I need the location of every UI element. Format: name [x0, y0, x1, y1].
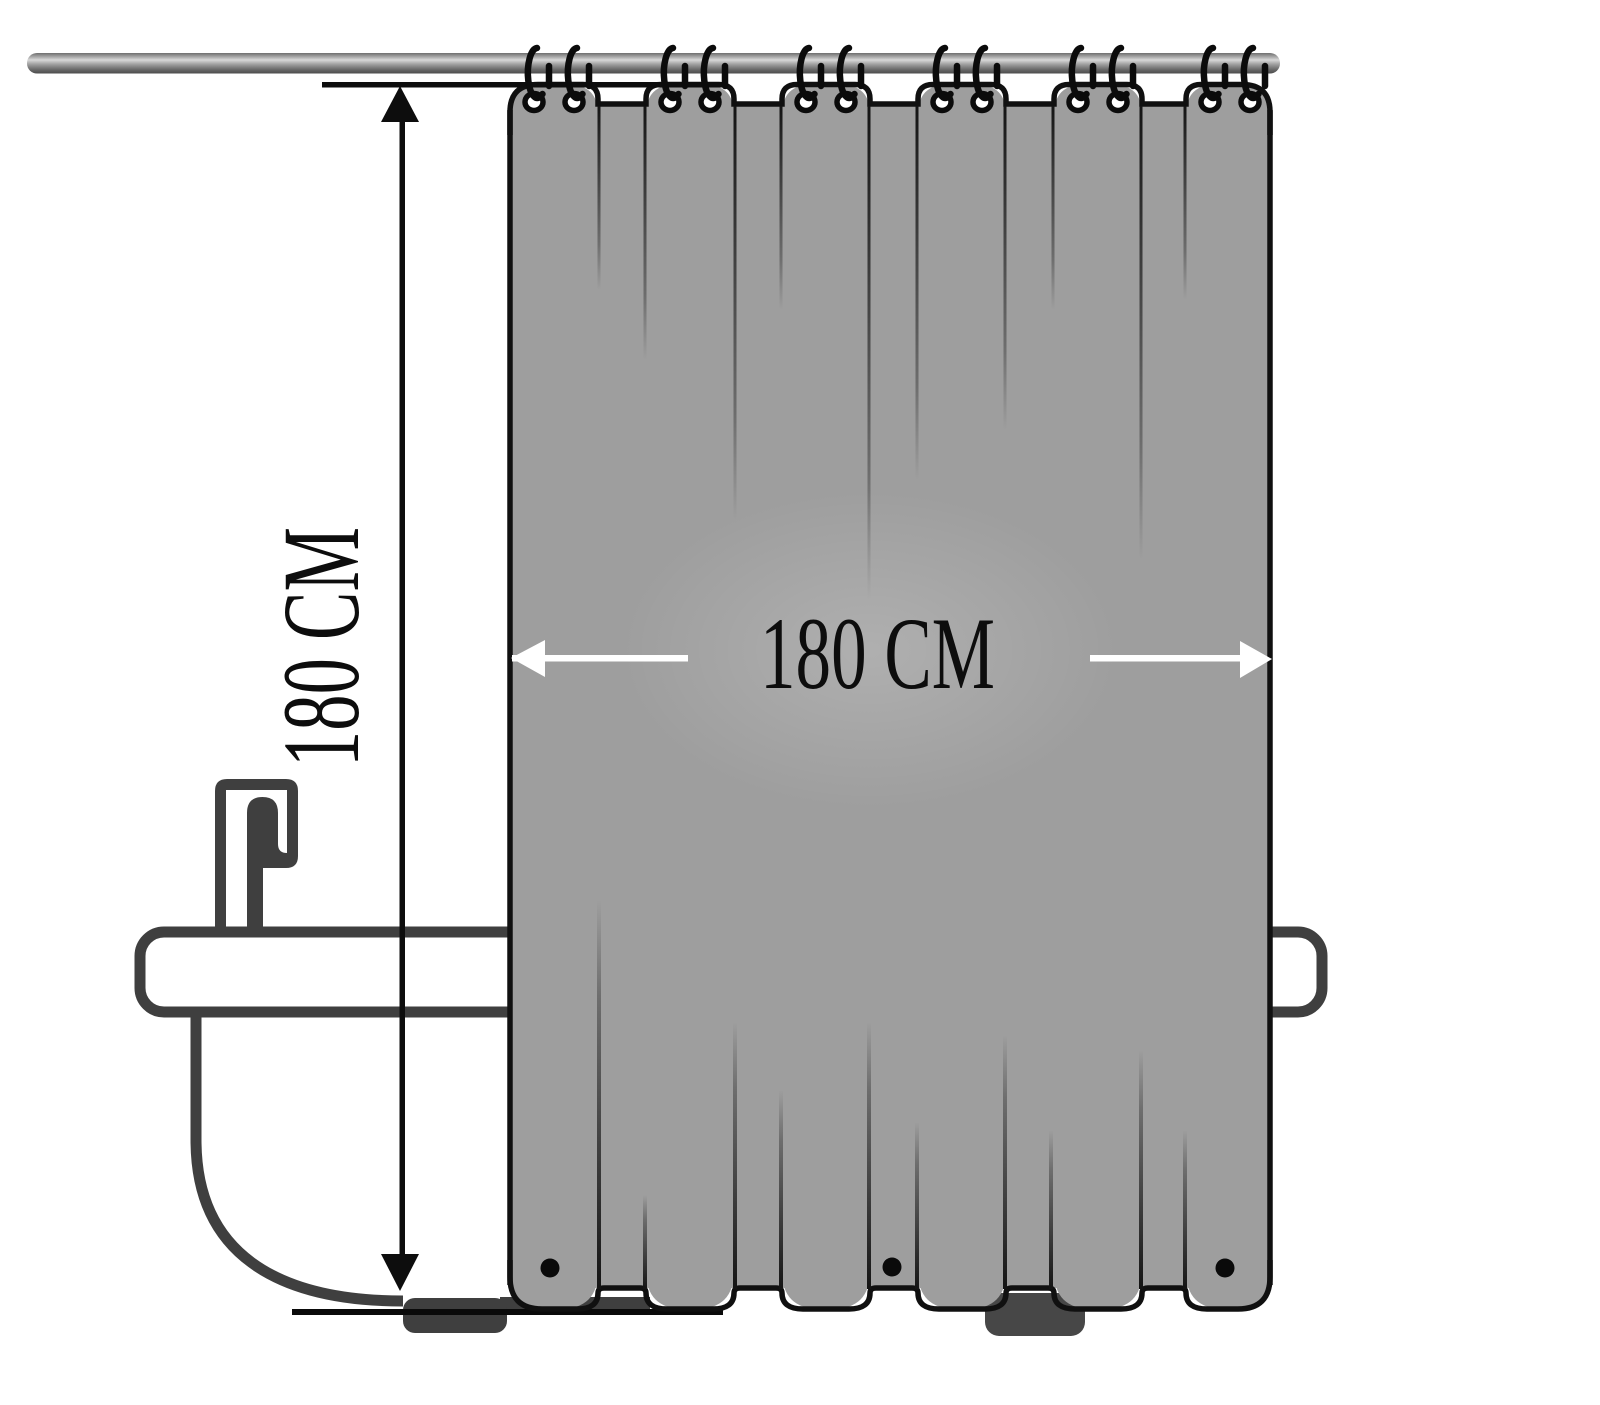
floor-line — [292, 1309, 723, 1315]
height-dimension-line — [399, 120, 405, 1256]
curtain-hook-icon — [836, 44, 858, 102]
curtain-panel — [510, 84, 598, 1309]
width-arrow-right-shaft — [1090, 655, 1242, 662]
curtain-hooks — [524, 44, 1269, 102]
curtain-hook-icon — [700, 44, 722, 102]
curtain-panel — [1186, 84, 1270, 1309]
curtain-hook-icon — [524, 44, 546, 102]
curtain-hook-icon — [1200, 44, 1222, 102]
height-arrowhead-top — [381, 86, 419, 122]
height-label: 180 CM — [260, 527, 382, 767]
bathtub-side — [190, 1012, 404, 1307]
height-arrowhead-bottom — [381, 1254, 419, 1291]
curtain-fold — [1138, 104, 1190, 1288]
curtain-hook-icon — [972, 44, 994, 102]
shower-rod — [27, 53, 1280, 74]
curtain-hook-icon — [1068, 44, 1090, 102]
bathtub-foot-left — [403, 1298, 507, 1333]
curtain-hook-icon — [932, 44, 954, 102]
width-label: 180 CM — [760, 597, 995, 711]
width-arrow-left-head — [511, 640, 545, 677]
height-extension-line-top — [322, 82, 725, 88]
curtain-bottom-outline — [507, 1260, 1273, 1312]
curtain-highlight — [620, 490, 1120, 810]
curtain-hook-icon — [660, 44, 682, 102]
curtain-hook-icon — [1240, 44, 1262, 102]
width-arrow-right-head — [1240, 641, 1272, 678]
faucet — [215, 779, 298, 933]
magnet-dot — [1215, 1258, 1235, 1278]
curtain-hook-icon — [796, 44, 818, 102]
curtain-top-outline — [507, 81, 1273, 135]
curtain-hook-icon — [1108, 44, 1130, 102]
width-arrow-left-shaft — [512, 655, 688, 662]
curtain-hook-icon — [564, 44, 586, 102]
magnet-dot — [882, 1257, 902, 1277]
magnet-dot — [540, 1258, 560, 1278]
